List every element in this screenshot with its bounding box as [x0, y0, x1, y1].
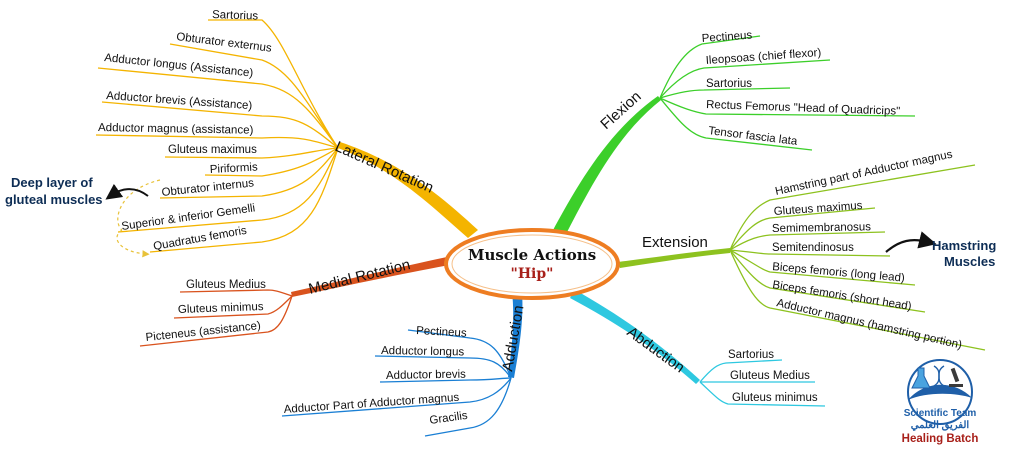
medial-rotation-label: Medial Rotation [307, 256, 412, 298]
medial-rotation-item: Gluteus Medius [186, 279, 266, 291]
deep-layer-bracket [117, 179, 161, 231]
medial-rotation-item: Gluteus minimus [178, 301, 264, 316]
extension-leaf-lines [729, 164, 986, 351]
abduction-item: Gluteus Medius [730, 370, 810, 382]
deep-layer-note: gluteal muscles [5, 192, 103, 207]
flexion-leaves: Pectineus Ileopsoas (chief flexor) Sarto… [701, 29, 900, 147]
center-node: Muscle Actions "Hip" [444, 228, 620, 300]
adduction-item: Pectineus [416, 325, 467, 340]
extension-item: Gluteus maximus [773, 200, 863, 218]
lateral-rotation-item: Quadratus femoris [152, 225, 247, 253]
extension-item: Semitendinosus [772, 242, 854, 254]
adduction-item: Gracilis [429, 410, 469, 427]
lateral-rotation-item: Sartorius [212, 9, 259, 23]
lateral-rotation-item: Obturator externus [176, 31, 273, 55]
medial-rotation-item: Picteneus (assistance) [145, 320, 261, 344]
lateral-rotation-item: Obturator internus [161, 177, 255, 199]
adduction-leaf-lines [281, 329, 512, 437]
medial-rotation-leaf-lines [139, 289, 293, 347]
flexion-item: Pectineus [701, 29, 752, 45]
logo-line-2: الفريق العلمي [911, 420, 970, 431]
abduction-leaf-lines [699, 359, 826, 407]
abduction-trunk [570, 290, 700, 384]
flexion-item: Sartorius [706, 78, 752, 90]
hamstring-note: Muscles [944, 254, 995, 269]
flexion-label: Flexion [597, 88, 644, 133]
extension-item: Semimembranosus [772, 221, 872, 235]
extension-trunk [618, 248, 730, 268]
lateral-rotation-item: Piriformis [210, 161, 259, 176]
hamstring-note: Hamstring [932, 238, 996, 253]
deep-layer-arrow [105, 183, 149, 200]
lateral-rotation-item: Gluteus maximus [168, 144, 257, 156]
flexion-leaf-lines [659, 35, 916, 151]
adduction-leaves: Pectineus Adductor longus Adductor brevi… [283, 325, 468, 427]
lateral-rotation-leaf-lines [95, 19, 339, 253]
adduction-item: Adductor longus [381, 345, 465, 358]
center-title: Muscle Actions [468, 246, 596, 264]
flexion-trunk [552, 96, 661, 236]
adduction-item: Adductor brevis [386, 369, 466, 382]
adduction-trunk [508, 292, 523, 378]
adduction-item: Adductor Part of Adductor magnus [283, 392, 459, 416]
flask-icon [911, 367, 931, 389]
center-subtitle: "Hip" [511, 266, 554, 282]
extension-label: Extension [642, 234, 708, 251]
microscope-icon [949, 367, 963, 387]
abduction-leaves: Sartorius Gluteus Medius Gluteus minimus [728, 349, 818, 404]
deep-layer-bracket-lower [116, 229, 150, 258]
lateral-rotation-trunk [338, 142, 478, 238]
lateral-rotation-leaves: Sartorius Obturator externus Adductor lo… [98, 9, 273, 253]
abduction-label: Abduction [624, 323, 688, 376]
logo-line-3: Healing Batch [902, 433, 979, 445]
lateral-rotation-item: Adductor magnus (assistance) [98, 122, 254, 137]
adduction-label: Adduction [499, 304, 527, 373]
medial-rotation-trunk [291, 256, 455, 297]
dna-icon [933, 365, 945, 387]
abduction-item: Gluteus minimus [732, 392, 818, 404]
hamstring-arrow [885, 231, 937, 253]
wave-swoosh [908, 384, 972, 400]
scientific-team-logo: Scientific Team الفريق العلمي Healing Ba… [902, 359, 979, 445]
abduction-item: Sartorius [728, 349, 774, 361]
deep-layer-note: Deep layer of [11, 175, 93, 190]
lateral-rotation-label: Lateral Rotation [332, 138, 436, 197]
flexion-item: Tensor fascia lata [708, 125, 799, 148]
logo-line-1: Scientific Team [904, 408, 977, 419]
